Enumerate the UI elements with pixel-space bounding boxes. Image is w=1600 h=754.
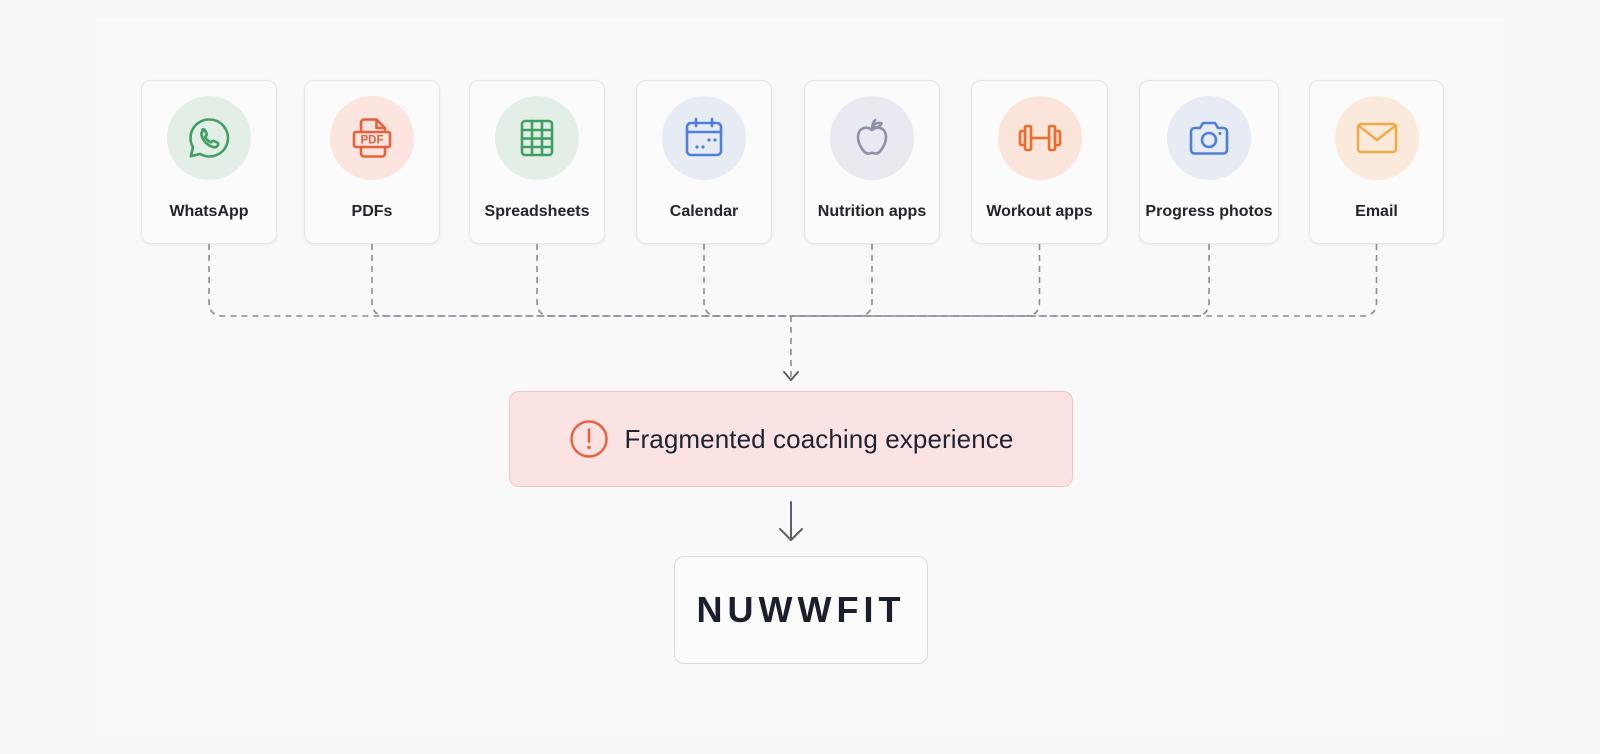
arrow-head-icon (779, 528, 803, 541)
connector-line (791, 244, 1041, 317)
source-card-pdfs: PDF PDFs (304, 80, 440, 244)
problem-box: Fragmented coaching experience (509, 391, 1073, 487)
pdf-icon: PDF (330, 96, 414, 180)
connector-line (791, 244, 873, 317)
brand-box: NUWWFIT (674, 556, 928, 664)
source-label: Email (1355, 203, 1398, 220)
apple-icon (830, 96, 914, 180)
source-label: WhatsApp (169, 203, 249, 220)
source-card-email: Email (1309, 80, 1444, 244)
source-card-nutrition-apps: Nutrition apps (804, 80, 940, 244)
source-label: Nutrition apps (817, 203, 927, 220)
svg-text:PDF: PDF (361, 135, 384, 147)
source-card-workout-apps: Workout apps (971, 80, 1108, 244)
source-label: Workout apps (986, 203, 1093, 220)
source-card-whatsapp: WhatsApp (141, 80, 277, 244)
alert-circle-icon (569, 419, 609, 459)
source-label: PDFs (351, 203, 393, 220)
connector-line (791, 244, 1378, 317)
connector-line (208, 244, 791, 317)
source-card-calendar: Calendar (636, 80, 772, 244)
dumbbell-icon (997, 96, 1082, 180)
spreadsheet-icon (495, 96, 579, 180)
source-card-spreadsheets: Spreadsheets (469, 80, 605, 244)
problem-label: Fragmented coaching experience (624, 423, 1014, 454)
calendar-icon (662, 96, 746, 180)
camera-icon (1167, 96, 1251, 180)
connector-line (536, 244, 791, 317)
source-label: Progress photos (1145, 203, 1273, 220)
arrow-head-icon (783, 371, 799, 381)
connector-line (371, 244, 791, 317)
connector-line (703, 244, 791, 317)
source-card-progress-photos: Progress photos (1139, 80, 1279, 244)
whatsapp-icon (167, 96, 251, 180)
connector-line (791, 244, 1210, 317)
brand-logo-text: NUWWFIT (696, 589, 906, 630)
source-label: Calendar (669, 203, 739, 220)
source-label: Spreadsheets (484, 203, 590, 220)
mail-icon (1334, 96, 1419, 180)
